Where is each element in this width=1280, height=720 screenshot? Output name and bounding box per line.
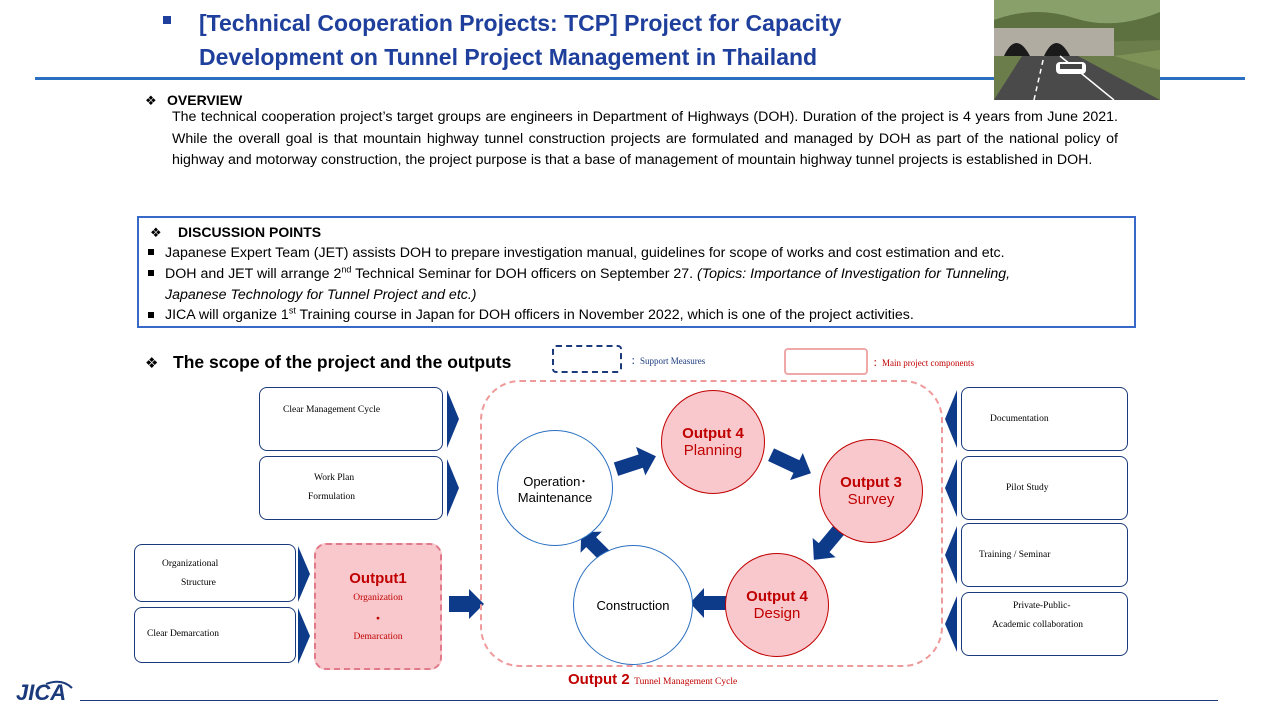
chevron-left-icon [945, 526, 957, 584]
planning-sub: Planning [683, 442, 743, 459]
arrow-icon [768, 448, 811, 481]
clear-management-cycle-label: Clear Management Cycle [283, 405, 381, 415]
legend-support-swatch [552, 345, 622, 373]
square-bullet-icon [148, 270, 154, 276]
discussion-heading-label: DISCUSSION POINTS [178, 224, 322, 240]
clear-management-cycle-box: Clear Management Cycle [259, 387, 443, 451]
training-seminar-box: Training / Seminar [961, 523, 1128, 587]
page-title-line2: Development on Tunnel Project Management… [199, 44, 818, 70]
output2-label: Output 2 Tunnel Management Cycle [568, 671, 737, 689]
survey-sub: Survey [847, 491, 895, 508]
discussion-item-2-text: DOH and JET will arrange 2 [165, 266, 342, 282]
clear-demarcation-label: Clear Demarcation [147, 629, 220, 639]
square-bullet-icon [148, 249, 154, 255]
square-bullet-icon [148, 312, 154, 318]
output2-title: Output 2 [568, 671, 630, 688]
overview-text: The technical cooperation project’s targ… [172, 109, 1118, 168]
survey-title: Output 3 [840, 474, 902, 491]
construction-node: Construction [573, 545, 693, 665]
chevron-left-icon [945, 596, 957, 652]
operation-label: Operation･ [523, 474, 587, 489]
organizational-structure-label: Organizational [162, 559, 219, 569]
discussion-item-2-topics: (Topics: Importance of Investigation for… [697, 266, 1011, 282]
discussion-item-2-cont: Japanese Technology for Tunnel Project a… [165, 285, 477, 306]
scope-heading-label: The scope of the project and the outputs [173, 352, 512, 372]
training-seminar-label: Training / Seminar [979, 550, 1051, 560]
discussion-box [137, 216, 1136, 328]
chevron-right-icon [447, 459, 459, 517]
construction-label: Construction [596, 597, 670, 613]
scope-heading: ❖ The scope of the project and the output… [145, 352, 511, 373]
footer-divider [80, 700, 1218, 701]
jica-logo: JICA [16, 678, 74, 708]
output1-sub-organization: Organization [353, 593, 403, 603]
discussion-item-2-sup: nd [341, 264, 352, 275]
pilot-study-label: Pilot Study [1006, 483, 1049, 493]
arrow-right-icon [449, 589, 484, 619]
output2-sub: Tunnel Management Cycle [634, 677, 738, 687]
work-plan-label: Work Plan [314, 473, 355, 483]
diamond-bullet-icon: ❖ [145, 355, 159, 372]
title-divider [35, 77, 1245, 80]
legend-main-swatch [784, 348, 868, 375]
output4-planning-node: Output 4 Planning [661, 390, 765, 494]
organizational-structure-box: Organizational Structure [134, 544, 296, 602]
maintenance-label: Maintenance [517, 490, 593, 505]
title-bullet-icon [163, 16, 171, 24]
output1-box: Output1 Organization ・ Demarcation [314, 543, 442, 670]
work-plan-label-2: Formulation [308, 492, 355, 502]
page-title-line1: [Technical Cooperation Projects: TCP] Pr… [199, 10, 842, 36]
legend-main-label: ：Main project components [873, 358, 974, 368]
chevron-left-icon [945, 459, 957, 517]
discussion-item-3-text-b: Training course in Japan for DOH officer… [295, 307, 914, 323]
legend-support-label: ：Support Measures [631, 356, 706, 366]
output1-dot: ・ [372, 613, 384, 625]
chevron-right-icon [447, 390, 459, 448]
tunnel-management-cycle-frame [480, 380, 943, 667]
discussion-heading: ❖ DISCUSSION POINTS [150, 224, 321, 241]
jica-logo-text: JICA [16, 680, 67, 705]
arrow-icon [690, 588, 728, 618]
overview-heading-label: OVERVIEW [167, 92, 243, 108]
tunnel-photo-icon [994, 0, 1160, 100]
clear-demarcation-box: Clear Demarcation [134, 607, 296, 663]
output1-sub-demarcation: Demarcation [353, 632, 403, 642]
discussion-item-3-text: JICA will organize 1 [165, 307, 289, 323]
output4-design-node: Output 4 Design [725, 553, 829, 657]
overview-heading: ❖ OVERVIEW [145, 92, 242, 109]
arrow-icon [812, 523, 847, 560]
private-public-label: Private-Public- [1013, 601, 1071, 611]
chevron-left-icon [945, 390, 957, 448]
design-sub: Design [753, 605, 801, 622]
diamond-bullet-icon: ❖ [150, 225, 162, 240]
operation-maintenance-node: Operation･ Maintenance [497, 430, 613, 546]
discussion-item-3: JICA will organize 1st Training course i… [165, 305, 914, 326]
logo-swoosh-icon [45, 680, 73, 689]
design-title: Output 4 [746, 588, 808, 605]
output1-title: Output1 [349, 570, 407, 587]
output3-survey-node: Output 3 Survey [819, 439, 923, 543]
discussion-item-1: Japanese Expert Team (JET) assists DOH t… [165, 245, 1005, 261]
planning-title: Output 4 [682, 425, 744, 442]
documentation-label: Documentation [990, 414, 1049, 424]
organizational-structure-label-2: Structure [181, 578, 216, 588]
discussion-item-2: DOH and JET will arrange 2nd Technical S… [165, 264, 1010, 285]
documentation-box: Documentation [961, 387, 1128, 451]
private-public-academic-box: Private-Public- Academic collaboration [961, 592, 1128, 656]
diamond-bullet-icon: ❖ [145, 93, 157, 108]
pilot-study-box: Pilot Study [961, 456, 1128, 520]
work-plan-box: Work Plan Formulation [259, 456, 443, 520]
discussion-item-2-text-b: Technical Seminar for DOH officers on Se… [351, 266, 698, 282]
discussion-item-3-sup: st [288, 305, 296, 316]
chevron-right-icon [298, 608, 310, 664]
arrow-icon [613, 446, 656, 476]
chevron-right-icon [298, 546, 310, 602]
academic-collaboration-label: Academic collaboration [992, 620, 1084, 630]
discussion-item-2-topics-b: Japanese Technology for Tunnel Project a… [165, 287, 477, 303]
